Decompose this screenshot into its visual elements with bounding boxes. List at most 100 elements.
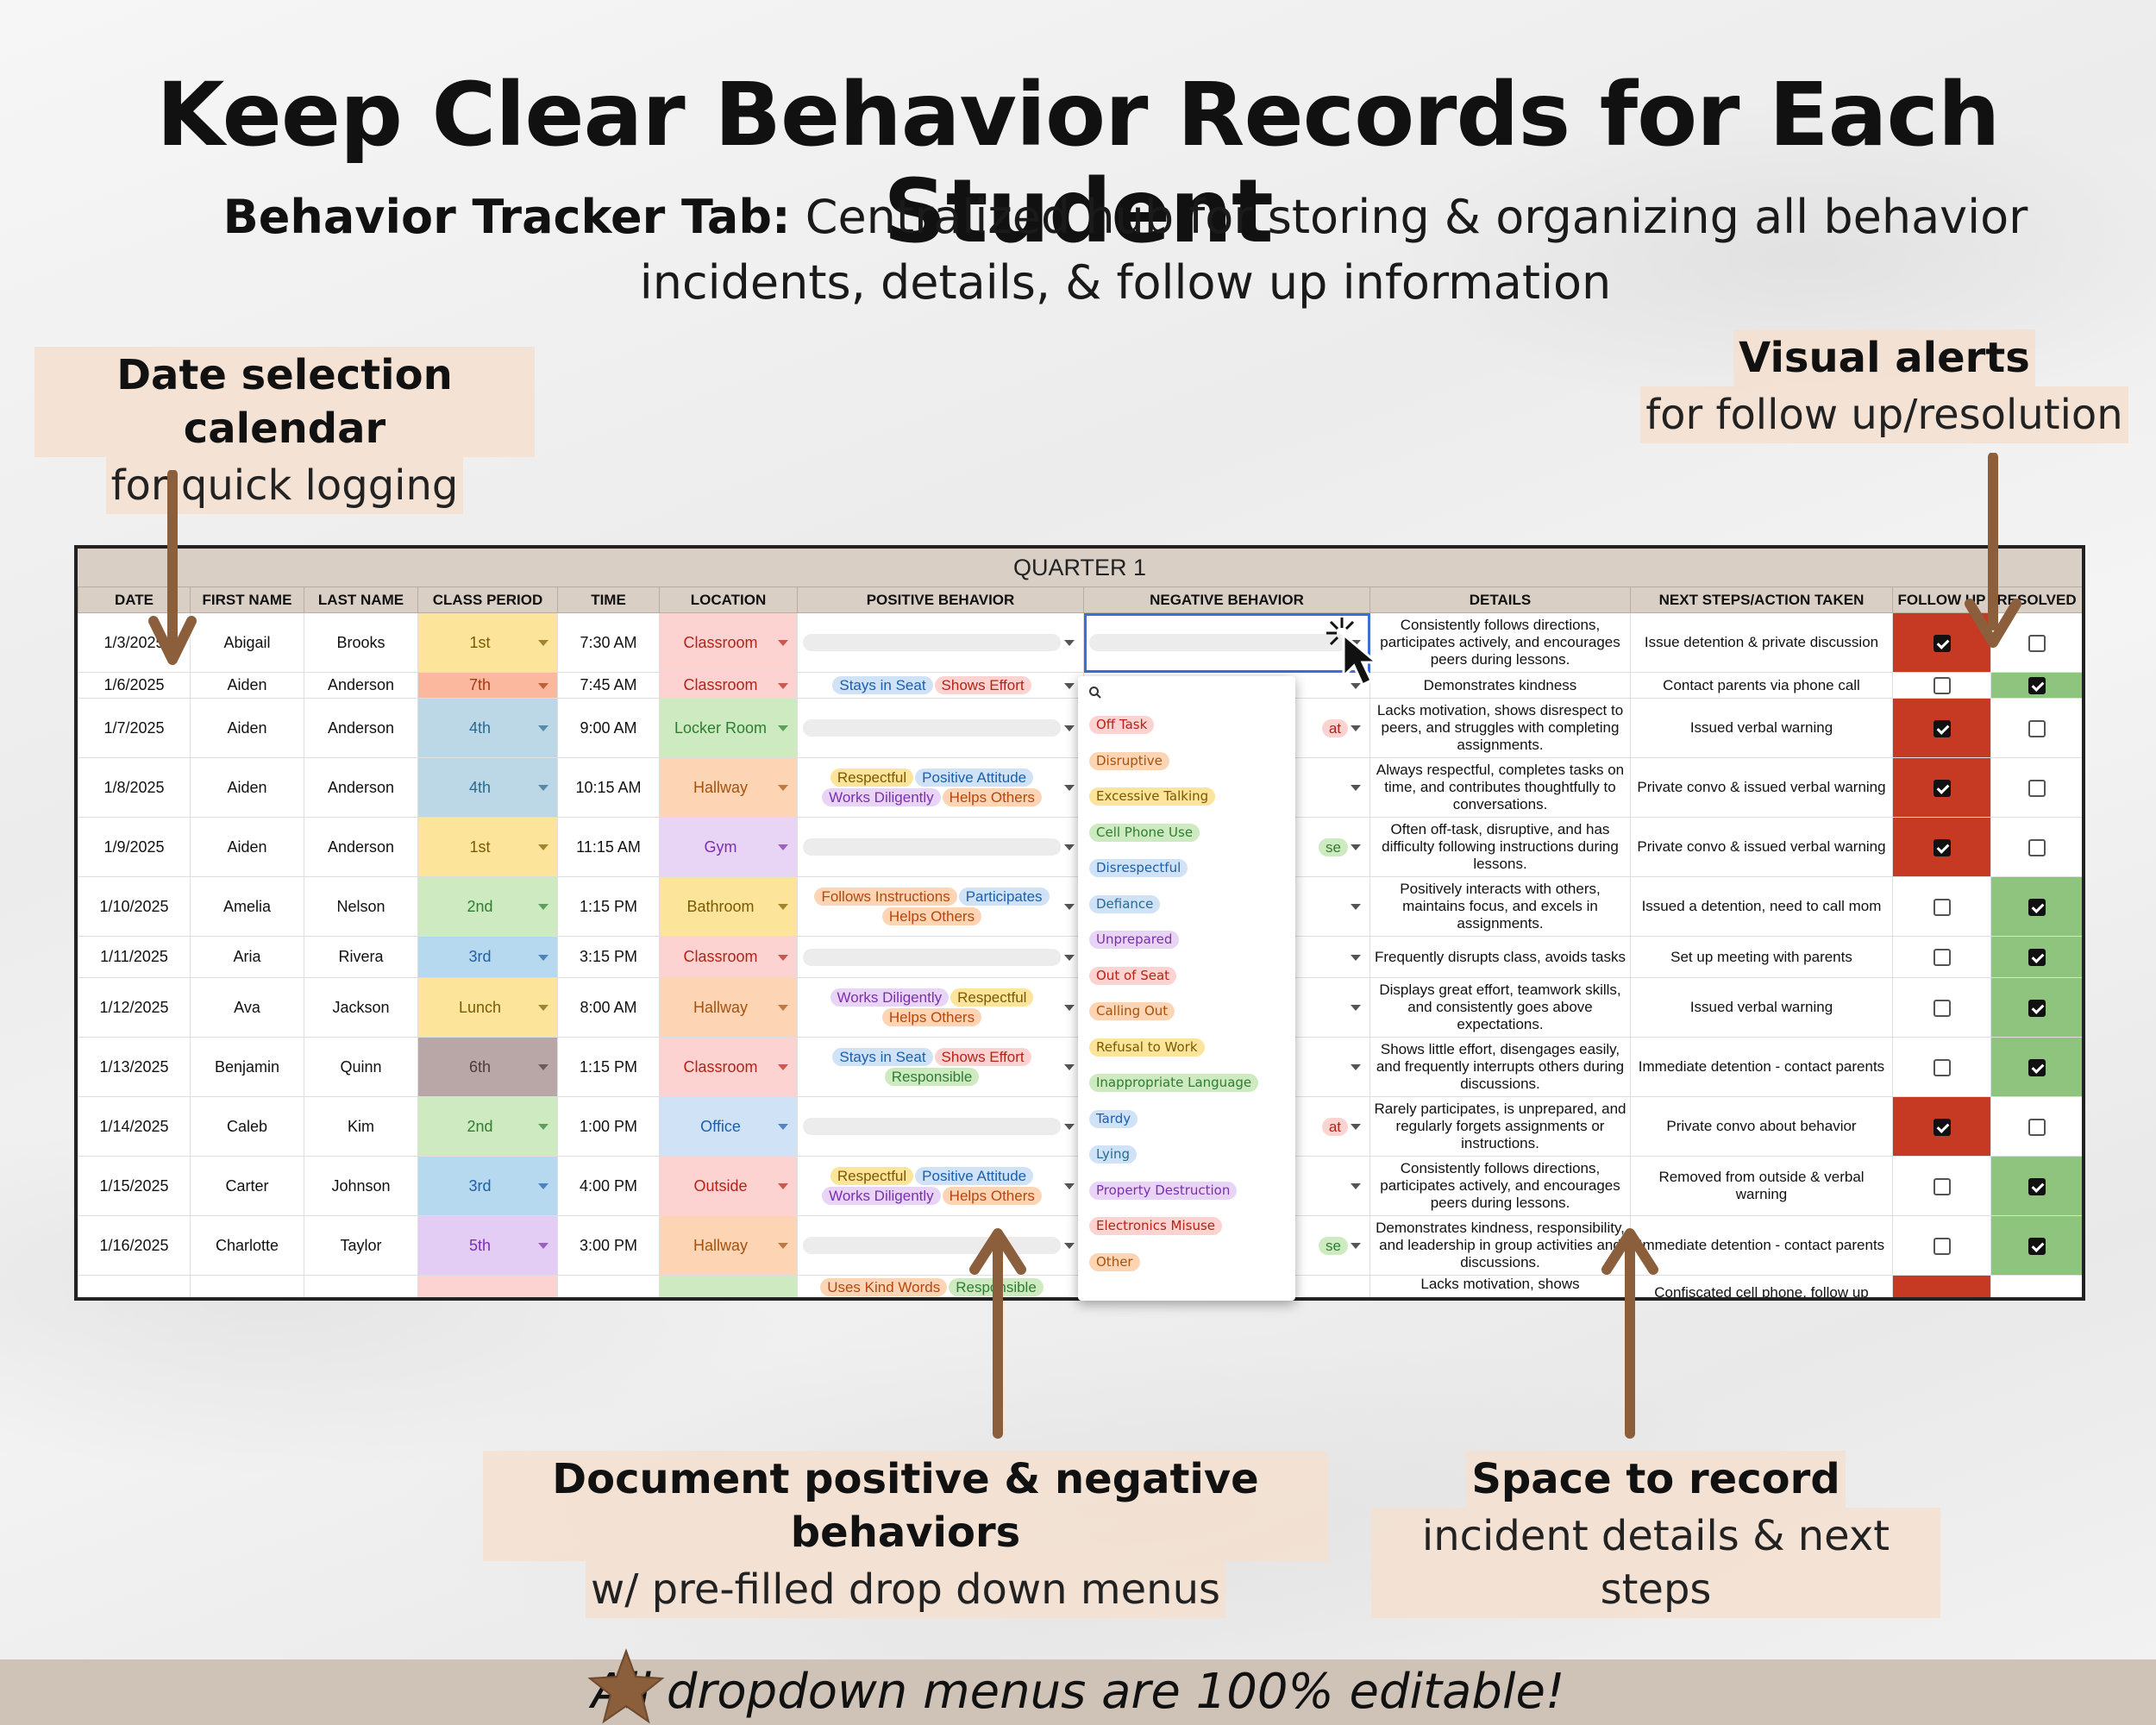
date-cell[interactable]: 1/14/2025 — [78, 1096, 191, 1157]
date-cell[interactable] — [78, 1275, 191, 1297]
next-steps-cell[interactable]: Private convo & issued verbal warning — [1630, 757, 1893, 818]
positive-behavior-dropdown[interactable] — [797, 698, 1084, 758]
resolved-checkbox[interactable] — [2028, 779, 2046, 797]
follow-up-cell[interactable] — [1892, 1156, 1991, 1216]
positive-behavior-dropdown[interactable] — [797, 612, 1084, 673]
follow-up-checkbox[interactable] — [1933, 1177, 1951, 1195]
time-cell[interactable]: 1:00 PM — [557, 1096, 660, 1157]
last-name-cell[interactable]: Anderson — [304, 817, 418, 877]
positive-behavior-dropdown[interactable] — [797, 936, 1084, 978]
follow-up-cell[interactable] — [1892, 977, 1991, 1038]
next-steps-cell[interactable]: Issued verbal warning — [1630, 698, 1893, 758]
time-cell[interactable]: 7:30 AM — [557, 612, 660, 673]
first-name-cell[interactable]: Aiden — [190, 672, 304, 699]
positive-behavior-dropdown[interactable] — [797, 1096, 1084, 1157]
last-name-cell[interactable] — [304, 1275, 418, 1297]
first-name-cell[interactable]: Aiden — [190, 757, 304, 818]
details-cell[interactable]: Frequently disrupts class, avoids tasks — [1369, 936, 1631, 978]
last-name-cell[interactable]: Nelson — [304, 876, 418, 937]
menu-option-unprepared[interactable]: Unprepared — [1088, 922, 1285, 958]
col-location[interactable]: LOCATION — [659, 586, 798, 613]
details-cell[interactable]: Consistently follows directions, partici… — [1369, 612, 1631, 673]
menu-option-lying[interactable]: Lying — [1088, 1137, 1285, 1173]
time-cell[interactable] — [557, 1275, 660, 1297]
class-period-dropdown[interactable]: 4th — [417, 698, 558, 758]
resolved-cell[interactable] — [1990, 1156, 2082, 1216]
resolved-cell[interactable] — [1990, 876, 2082, 937]
positive-behavior-dropdown[interactable] — [797, 1215, 1084, 1276]
time-cell[interactable]: 8:00 AM — [557, 977, 660, 1038]
menu-option-tardy[interactable]: Tardy — [1088, 1101, 1285, 1138]
next-steps-cell[interactable]: Private convo about behavior — [1630, 1096, 1893, 1157]
location-dropdown[interactable]: Hallway — [659, 977, 798, 1038]
time-cell[interactable]: 10:15 AM — [557, 757, 660, 818]
details-cell[interactable]: Lacks motivation, shows — [1369, 1275, 1631, 1297]
menu-option-calling-out[interactable]: Calling Out — [1088, 994, 1285, 1030]
resolved-cell[interactable] — [1990, 1037, 2082, 1097]
dropdown-search[interactable] — [1088, 683, 1285, 707]
date-cell[interactable]: 1/8/2025 — [78, 757, 191, 818]
location-dropdown[interactable]: Hallway — [659, 1215, 798, 1276]
details-cell[interactable]: Consistently follows directions, partici… — [1369, 1156, 1631, 1216]
negative-behavior-dropdown[interactable] — [1083, 612, 1370, 673]
next-steps-cell[interactable]: Immediate detention - contact parents — [1630, 1215, 1893, 1276]
resolved-cell[interactable] — [1990, 817, 2082, 877]
first-name-cell[interactable]: Aiden — [190, 698, 304, 758]
menu-option-property-destruction[interactable]: Property Destruction — [1088, 1173, 1285, 1209]
details-cell[interactable]: Displays great effort, teamwork skills, … — [1369, 977, 1631, 1038]
location-dropdown[interactable]: Gym — [659, 817, 798, 877]
time-cell[interactable]: 9:00 AM — [557, 698, 660, 758]
last-name-cell[interactable]: Jackson — [304, 977, 418, 1038]
details-cell[interactable]: Demonstrates kindness, responsibility, a… — [1369, 1215, 1631, 1276]
next-steps-cell[interactable]: Issued a detention, need to call mom — [1630, 876, 1893, 937]
menu-option-electronics-misuse[interactable]: Electronics Misuse — [1088, 1208, 1285, 1245]
follow-up-cell[interactable] — [1892, 757, 1991, 818]
date-cell[interactable]: 1/11/2025 — [78, 936, 191, 978]
location-dropdown[interactable]: Outside — [659, 1156, 798, 1216]
follow-up-cell[interactable] — [1892, 1037, 1991, 1097]
class-period-dropdown[interactable]: 1st — [417, 817, 558, 877]
time-cell[interactable]: 4:00 PM — [557, 1156, 660, 1216]
resolved-checkbox[interactable] — [2028, 949, 2046, 967]
class-period-dropdown[interactable]: 2nd — [417, 876, 558, 937]
details-cell[interactable]: Positively interacts with others, mainta… — [1369, 876, 1631, 937]
follow-up-cell[interactable] — [1892, 817, 1991, 877]
follow-up-checkbox[interactable] — [1933, 838, 1951, 856]
location-dropdown[interactable]: Classroom — [659, 936, 798, 978]
menu-option-cell-phone-use[interactable]: Cell Phone Use — [1088, 815, 1285, 851]
time-cell[interactable]: 7:45 AM — [557, 672, 660, 699]
col-details[interactable]: DETAILS — [1369, 586, 1631, 613]
location-dropdown[interactable]: Hallway — [659, 757, 798, 818]
next-steps-cell[interactable]: Immediate detention - contact parents — [1630, 1037, 1893, 1097]
menu-option-out-of-seat[interactable]: Out of Seat — [1088, 958, 1285, 994]
resolved-checkbox[interactable] — [2028, 634, 2046, 652]
date-cell[interactable]: 1/15/2025 — [78, 1156, 191, 1216]
resolved-checkbox[interactable] — [2028, 1177, 2046, 1195]
resolved-cell[interactable] — [1990, 936, 2082, 978]
positive-behavior-dropdown[interactable] — [797, 817, 1084, 877]
first-name-cell[interactable]: Carter — [190, 1156, 304, 1216]
negative-behavior-menu[interactable]: Off Task Disruptive Excessive Talking Ce… — [1078, 676, 1295, 1301]
class-period-dropdown[interactable]: 5th — [417, 1215, 558, 1276]
col-next-steps[interactable]: NEXT STEPS/ACTION TAKEN — [1630, 586, 1893, 613]
date-cell[interactable]: 1/7/2025 — [78, 698, 191, 758]
first-name-cell[interactable]: Benjamin — [190, 1037, 304, 1097]
last-name-cell[interactable]: Anderson — [304, 672, 418, 699]
col-time[interactable]: TIME — [557, 586, 660, 613]
location-dropdown[interactable]: Bathroom — [659, 876, 798, 937]
time-cell[interactable]: 3:15 PM — [557, 936, 660, 978]
follow-up-checkbox[interactable] — [1933, 779, 1951, 797]
first-name-cell[interactable]: Aria — [190, 936, 304, 978]
follow-up-checkbox[interactable] — [1933, 898, 1951, 916]
details-cell[interactable]: Demonstrates kindness — [1369, 672, 1631, 699]
location-dropdown[interactable]: Office — [659, 1096, 798, 1157]
col-first-name[interactable]: FIRST NAME — [190, 586, 304, 613]
last-name-cell[interactable]: Anderson — [304, 757, 418, 818]
details-cell[interactable]: Often off-task, disruptive, and has diff… — [1369, 817, 1631, 877]
menu-option-inappropriate-language[interactable]: Inappropriate Language — [1088, 1065, 1285, 1101]
resolved-cell[interactable] — [1990, 1275, 2082, 1297]
col-negative-behavior[interactable]: NEGATIVE BEHAVIOR — [1083, 586, 1370, 613]
